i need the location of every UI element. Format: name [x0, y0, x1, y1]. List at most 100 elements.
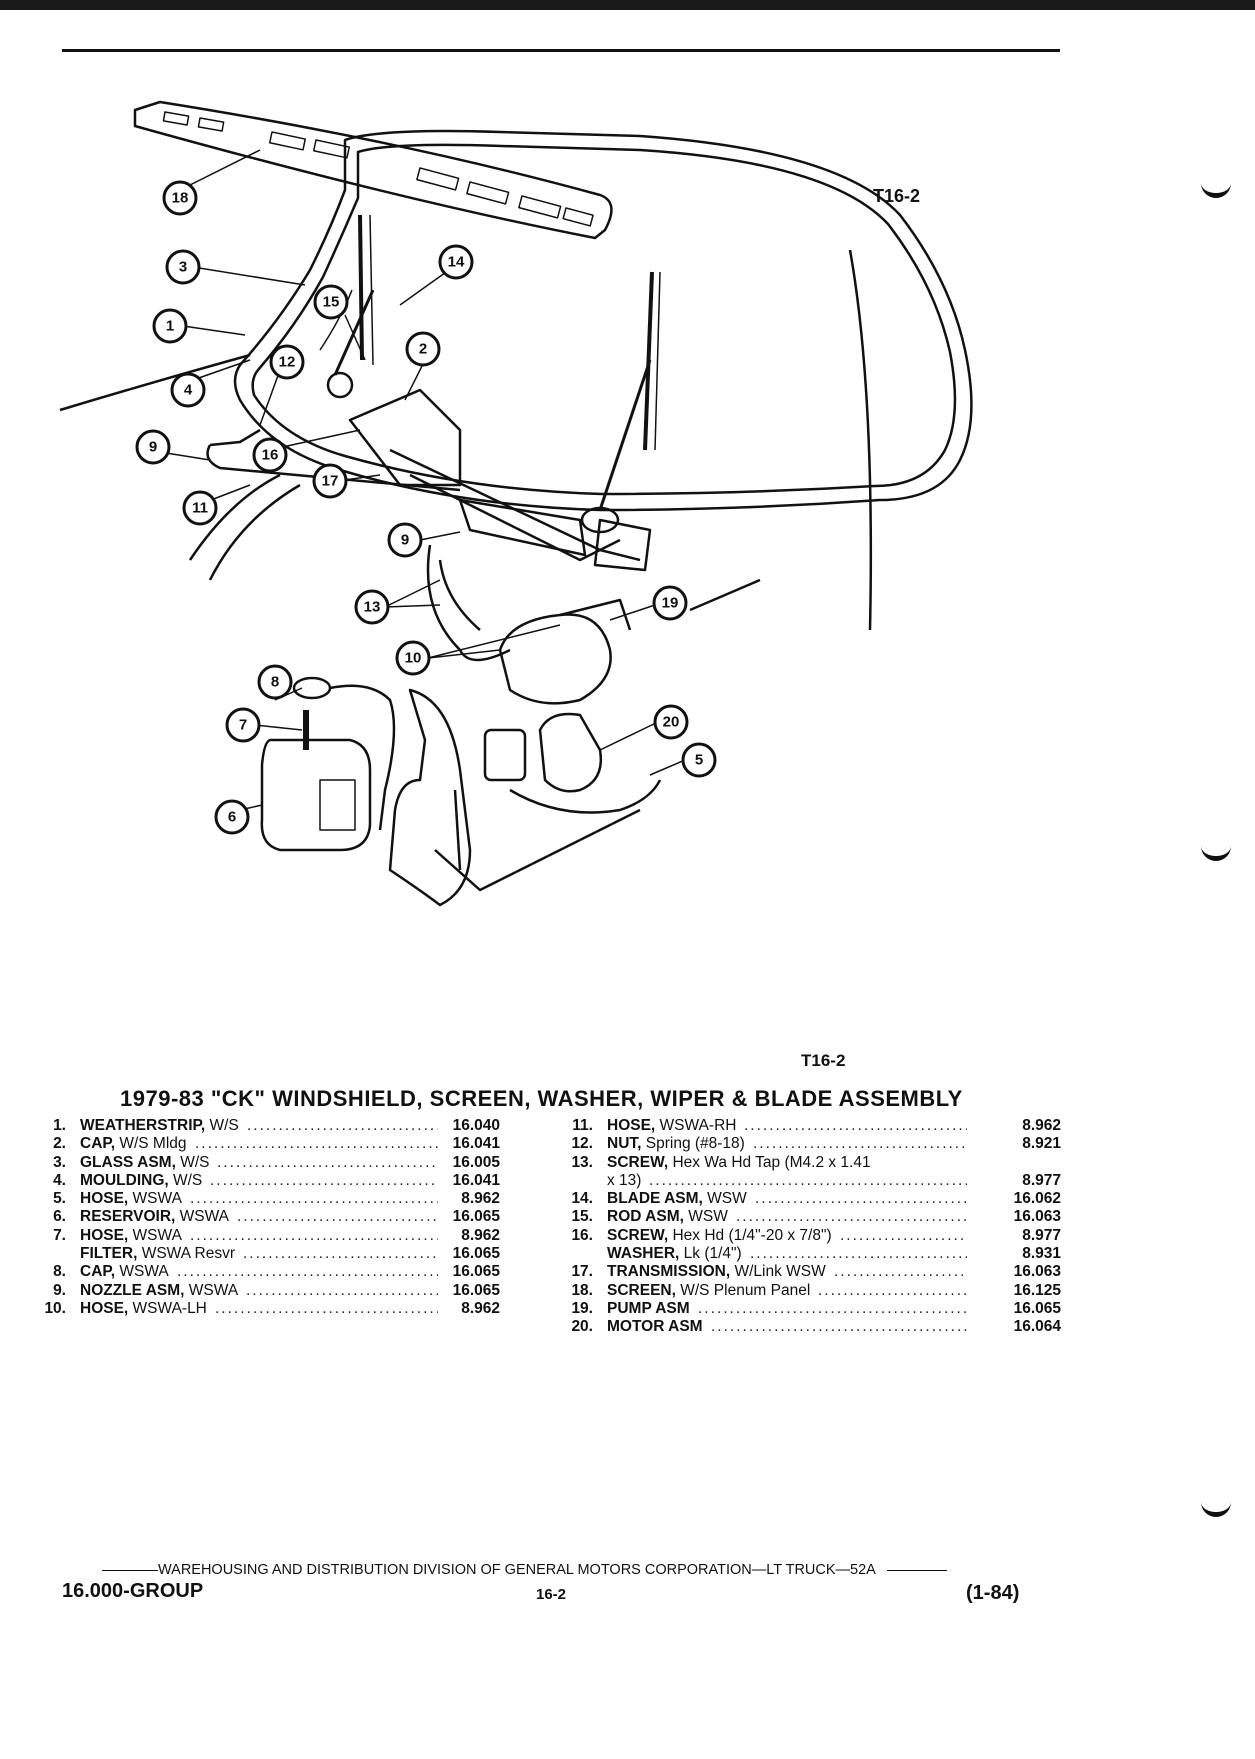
part-name: GLASS ASM, W/S — [80, 1154, 209, 1172]
part-name: WASHER, Lk (1/4") — [607, 1245, 742, 1263]
part-name-bold: ROD ASM, — [607, 1208, 684, 1226]
part-description: W/S — [205, 1117, 239, 1134]
part-name: SCREW, Hex Wa Hd Tap (M4.2 x 1.41 — [607, 1154, 871, 1172]
svg-text:14: 14 — [448, 254, 465, 271]
part-number: 15. — [571, 1208, 593, 1226]
binder-hole-mark — [1201, 1494, 1231, 1517]
svg-text:6: 6 — [228, 809, 236, 826]
svg-text:9: 9 — [149, 439, 157, 456]
part-group-code: 16.065 — [452, 1281, 500, 1299]
part-number: 5. — [53, 1190, 66, 1208]
dot-leader: ........................................… — [744, 1117, 967, 1134]
part-number: 13. — [571, 1153, 593, 1171]
part-description: WSW — [702, 1190, 747, 1208]
part-row: 13. SCREW, Hex Wa Hd Tap (M4.2 x 1.41 — [555, 1154, 1061, 1172]
part-name: WEATHERSTRIP, W/S — [80, 1117, 239, 1135]
part-name-bold: BLADE ASM, — [607, 1190, 703, 1208]
svg-text:19: 19 — [662, 595, 679, 612]
part-name-bold: HOSE, — [80, 1299, 129, 1317]
part-row: x 13)8.977..............................… — [555, 1172, 1061, 1190]
part-name: HOSE, WSWA-LH — [80, 1300, 207, 1318]
figure-ref-bottom: T16-2 — [801, 1051, 846, 1070]
part-group-code: 16.062 — [1013, 1190, 1061, 1208]
part-name-bold: GLASS ASM, — [80, 1153, 176, 1171]
part-description: WSWA — [115, 1263, 169, 1281]
part-number: 4. — [53, 1171, 66, 1189]
part-group-code: 8.921 — [1022, 1135, 1061, 1153]
dot-leader: ........................................… — [818, 1281, 967, 1299]
part-name: ROD ASM, WSW — [607, 1208, 728, 1226]
part-name-bold: FILTER, — [80, 1245, 138, 1263]
footer-page-number: 16-2 — [536, 1586, 567, 1603]
reservoir-body — [260, 738, 372, 852]
part-name: TRANSMISSION, W/Link WSW — [607, 1263, 826, 1281]
dot-leader: ........................................… — [834, 1263, 967, 1281]
footer-group: 16.000-GROUP — [62, 1580, 204, 1602]
svg-text:20: 20 — [663, 714, 680, 731]
parts-list-title: 1979-83 "CK" WINDSHIELD, SCREEN, WASHER,… — [120, 1086, 963, 1111]
part-name: PUMP ASM — [607, 1300, 690, 1318]
part-group-code: 8.962 — [461, 1226, 500, 1244]
part-name-bold: MOTOR ASM — [607, 1318, 703, 1336]
part-group-code: 16.041 — [452, 1135, 500, 1153]
part-number: 7. — [53, 1226, 66, 1244]
svg-text:7: 7 — [239, 717, 247, 734]
svg-text:18: 18 — [172, 190, 189, 207]
part-description: W/S — [175, 1153, 210, 1171]
part-description: W/S — [168, 1171, 203, 1189]
part-group-code: 16.125 — [1013, 1281, 1061, 1299]
binder-hole-mark — [1201, 175, 1231, 198]
dot-leader: ........................................… — [750, 1245, 967, 1263]
part-name-bold: CAP, — [80, 1135, 116, 1153]
part-name-bold: HOSE, — [80, 1226, 129, 1244]
part-number: 2. — [53, 1135, 66, 1153]
part-description: WSW — [683, 1208, 728, 1226]
footer-division-line: WAREHOUSING AND DISTRIBUTION DIVISION OF… — [102, 1562, 1036, 1578]
dot-leader: ........................................… — [753, 1135, 967, 1153]
svg-text:9: 9 — [401, 532, 409, 549]
part-row: 12.NUT, Spring (#8-18)8.921.............… — [555, 1135, 1061, 1153]
svg-text:3: 3 — [179, 259, 187, 276]
part-row: WASHER, Lk (1/4")8.931..................… — [555, 1245, 1061, 1263]
left-wiper-arm — [333, 289, 375, 376]
svg-text:1: 1 — [166, 318, 174, 335]
dot-leader: ........................................… — [217, 1153, 438, 1171]
top-border — [0, 0, 1255, 10]
part-description: Hex Wa Hd Tap (M4.2 x 1.41 — [668, 1153, 871, 1171]
footer-date: (1-84) — [966, 1582, 1020, 1604]
part-number: 10. — [44, 1299, 66, 1317]
part-name-bold: MOULDING, — [80, 1171, 169, 1189]
svg-text:16: 16 — [262, 447, 279, 464]
part-name-bold: SCREEN, — [607, 1281, 676, 1299]
part-description: WSWA-LH — [128, 1299, 207, 1317]
part-name: NUT, Spring (#8-18) — [607, 1135, 745, 1153]
callout-3: 3 — [165, 249, 201, 285]
dot-leader: ........................................… — [190, 1190, 438, 1208]
part-number: 6. — [53, 1208, 66, 1226]
part-name: NOZZLE ASM, WSWA — [80, 1282, 238, 1300]
part-group-code: 16.005 — [452, 1153, 500, 1171]
part-description: W/Link WSW — [730, 1263, 826, 1281]
dot-leader: ........................................… — [246, 1281, 438, 1299]
callout-2: 2 — [405, 331, 441, 367]
callout-20: 20 — [653, 704, 689, 740]
windshield-inner-outline — [251, 143, 957, 496]
exploded-parts-diagram: 18 3 14 15 1 2 12 4 9 16 17 11 9 13 10 1… — [40, 90, 1060, 1040]
callout-12: 12 — [269, 344, 305, 380]
part-description: WSWA Resvr — [137, 1245, 236, 1263]
part-name-bold: WASHER, — [607, 1245, 680, 1263]
part-name: HOSE, WSWA — [80, 1227, 182, 1245]
part-description: WSWA — [128, 1190, 182, 1208]
part-number: 11. — [572, 1117, 593, 1134]
part-name-bold: HOSE, — [80, 1190, 129, 1208]
svg-text:5: 5 — [695, 752, 703, 769]
part-group-code: 16.065 — [452, 1245, 500, 1263]
part-group-code: 8.977 — [1022, 1171, 1061, 1189]
